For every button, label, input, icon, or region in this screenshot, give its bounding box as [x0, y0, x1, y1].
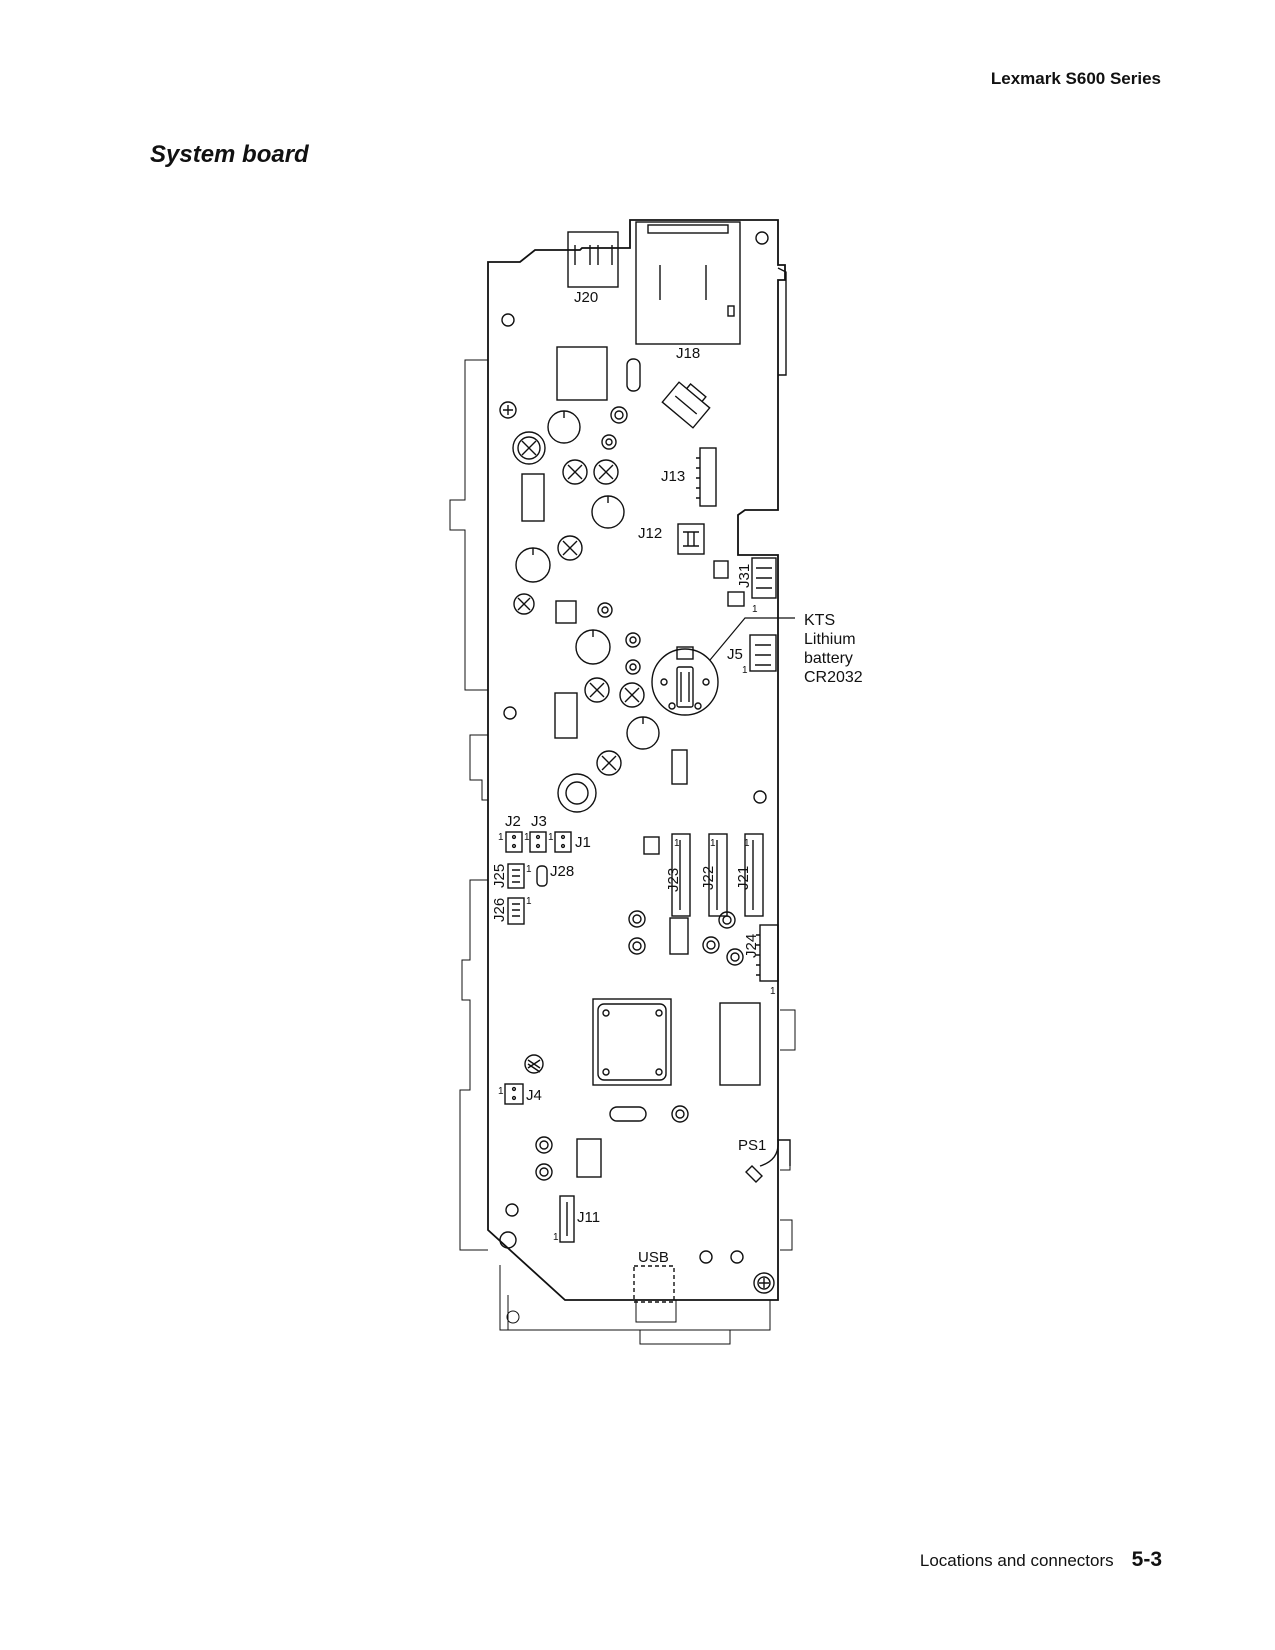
page-footer: Locations and connectors 5-3: [920, 1548, 1162, 1572]
label-ps1: PS1: [738, 1137, 766, 1154]
pin1-j11: 1: [553, 1232, 559, 1243]
label-j18: J18: [676, 345, 700, 362]
label-j25: J25: [491, 864, 508, 888]
page-number: 5-3: [1131, 1548, 1162, 1571]
label-j11: J11: [577, 1209, 600, 1226]
screws: [499, 401, 775, 1294]
pin1-j31: 1: [752, 604, 758, 615]
label-j23: J23: [665, 868, 682, 892]
pin1-j23: 1: [674, 838, 680, 849]
label-j28: J28: [550, 863, 574, 880]
j11-connector: [559, 1195, 575, 1243]
pin1-j2: 1: [498, 832, 504, 843]
electrolytic-capacitors: [515, 410, 660, 750]
j24-connector: [756, 924, 779, 982]
ffc-connectors: [671, 833, 764, 917]
rotated-connector: [661, 381, 711, 429]
ps1-connector: [745, 1139, 791, 1183]
battery-leader-line: [709, 617, 795, 661]
board-edge-notch: [777, 267, 787, 376]
jumpers: [504, 831, 572, 1105]
footer-label: Locations and connectors: [919, 1551, 1114, 1570]
label-j20: J20: [574, 289, 598, 306]
label-j12: J12: [638, 525, 662, 542]
section-title: System board: [150, 141, 309, 168]
label-j26: J26: [491, 898, 508, 922]
chassis-frame: [449, 359, 796, 1345]
j31-connector: [751, 557, 777, 599]
board-outline: [487, 219, 786, 1301]
label-j22: J22: [700, 866, 717, 890]
label-j13: J13: [661, 468, 685, 485]
battery-callout-line-3: battery: [804, 650, 853, 667]
j18-card-slot: [635, 221, 741, 345]
j12-connector: [677, 523, 705, 555]
pin1-j21: 1: [744, 838, 750, 849]
j5-connector: [749, 634, 777, 672]
mounting-holes: [499, 231, 769, 1264]
j20-connector: [567, 231, 619, 288]
label-j24: J24: [743, 934, 760, 958]
label-j1: J1: [575, 834, 591, 851]
label-j31: J31: [736, 564, 753, 588]
battery-callout-line-1: KTS: [804, 612, 835, 629]
label-j3: J3: [531, 813, 547, 830]
pin1-j4: 1: [498, 1086, 504, 1097]
pin1-j24: 1: [770, 986, 776, 997]
label-j21: J21: [735, 866, 752, 890]
test-points: [535, 406, 744, 1181]
pin1-j25: 1: [526, 864, 532, 875]
j13-connector: [696, 447, 717, 507]
pin1-j26: 1: [526, 896, 532, 907]
battery-holder: [651, 646, 719, 716]
capacitors: [512, 431, 645, 1074]
usb-port-outline: [633, 1265, 675, 1303]
label-j2: J2: [505, 813, 521, 830]
label-usb: USB: [638, 1249, 669, 1266]
header-title: Lexmark S600 Series: [990, 69, 1161, 88]
pin1-j3: 1: [524, 832, 530, 843]
pin1-j22: 1: [710, 838, 716, 849]
battery-callout-line-4: CR2032: [804, 669, 863, 686]
pin1-j1: 1: [548, 832, 554, 843]
battery-callout-line-2: Lithium: [804, 631, 856, 648]
label-j5: J5: [727, 646, 743, 663]
label-j4: J4: [526, 1087, 542, 1104]
pin1-j5: 1: [742, 665, 748, 676]
chips: [521, 346, 761, 1178]
